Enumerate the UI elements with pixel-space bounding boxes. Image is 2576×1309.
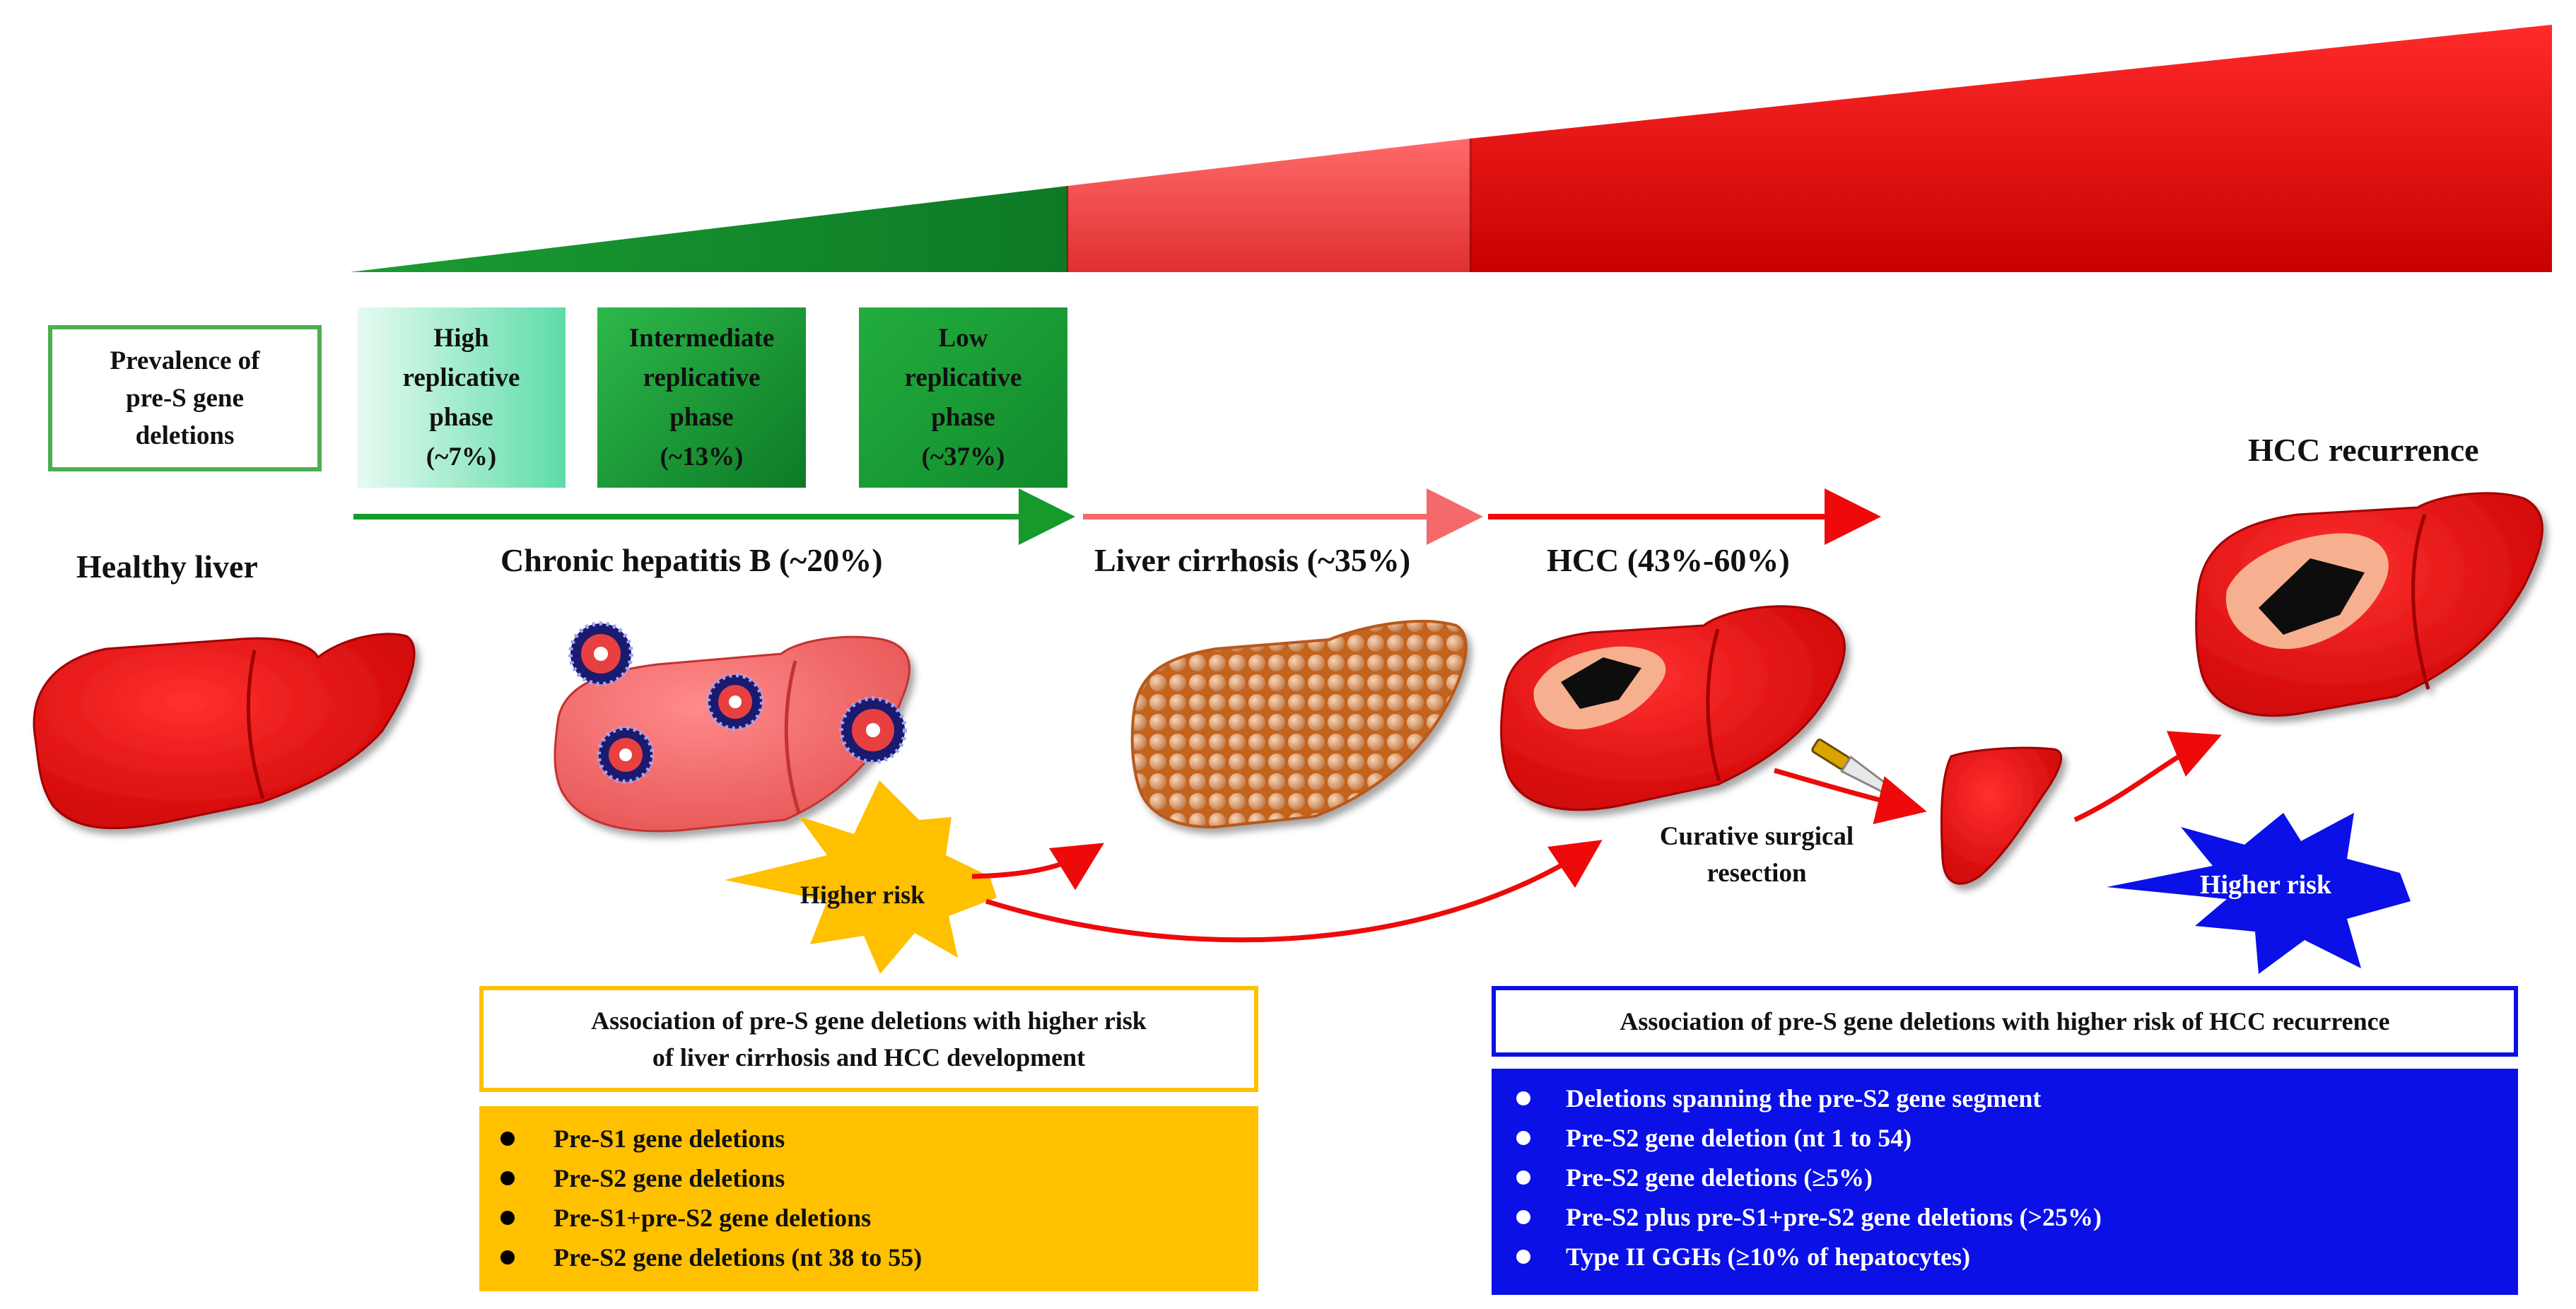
phase-line: replicative xyxy=(904,363,1022,392)
prevalence-title-line: Prevalence of xyxy=(110,346,260,375)
arrow-risk-to-cirrhosis xyxy=(971,843,1104,891)
cirrhotic-liver-image xyxy=(1130,619,1468,829)
prevalence-title-line: deletions xyxy=(135,421,235,450)
resected-liver-remnant xyxy=(1940,746,2063,885)
phase-line: High xyxy=(433,323,489,353)
phase-line: Low xyxy=(938,323,988,353)
association-right-title: Association of pre-S gene deletions with… xyxy=(1620,1007,2390,1035)
higher-risk-label-blue: Higher risk xyxy=(2199,870,2332,900)
healthy-liver-image xyxy=(33,633,416,830)
stage-label-cirrhosis: Liver cirrhosis (~35%) xyxy=(1094,542,1411,578)
higher-risk-burst-blue xyxy=(2107,813,2411,974)
risk-wedge xyxy=(350,25,2552,272)
deletion-list-blue: Deletions spanning the pre-S2 gene segme… xyxy=(1492,1069,2518,1295)
association-left-line: of liver cirrhosis and HCC development xyxy=(652,1043,1086,1072)
hbv-virus-particle xyxy=(839,696,907,764)
prevalence-title-box: Prevalence of pre-S gene deletions xyxy=(48,325,322,471)
higher-risk-label-yellow: Higher risk xyxy=(800,881,925,909)
stage-label-recurrence: HCC recurrence xyxy=(2248,432,2479,468)
arrow-to-recurrence xyxy=(2073,731,2222,823)
surgery-label-line: resection xyxy=(1706,859,1807,888)
hcc-recurrence-liver-image xyxy=(2195,492,2543,717)
stage-label-chronic: Chronic hepatitis B (~20%) xyxy=(500,542,883,578)
phase-line: phase xyxy=(931,402,995,432)
arrow-to-resection xyxy=(1774,768,1927,825)
list-item: Pre-S2 gene deletions (nt 38 to 55) xyxy=(479,1238,1258,1277)
phase-line: phase xyxy=(429,402,493,432)
phase-line: (~7%) xyxy=(426,442,497,471)
list-item: Pre-S1+pre-S2 gene deletions xyxy=(479,1198,1258,1238)
surgery-label: Curative surgical resection xyxy=(1637,818,1877,892)
wedge-green-segment xyxy=(350,186,1067,272)
stage-label-healthy: Healthy liver xyxy=(76,548,258,585)
phase-line: replicative xyxy=(643,363,761,392)
surgery-label-line: Curative surgical xyxy=(1659,822,1854,851)
phase-box-low: Low replicative phase (~37%) xyxy=(859,307,1067,488)
wedge-salmon-segment xyxy=(1067,139,1470,272)
phase-line: (~37%) xyxy=(921,442,1005,471)
list-item: Type II GGHs (≥10% of hepatocytes) xyxy=(1492,1237,2518,1276)
phase-line: phase xyxy=(669,402,734,432)
hbv-virus-particle xyxy=(597,726,655,784)
association-left-line: Association of pre-S gene deletions with… xyxy=(591,1006,1147,1035)
list-item: Pre-S2 gene deletions (≥5%) xyxy=(1492,1158,2518,1197)
phase-box-intermediate: Intermediate replicative phase (~13%) xyxy=(597,307,806,488)
hbv-virus-particle xyxy=(568,621,633,686)
stage-label-hcc: HCC (43%-60%) xyxy=(1547,542,1790,578)
hcc-liver-image xyxy=(1500,605,1846,811)
association-box-left: Association of pre-S gene deletions with… xyxy=(479,986,1258,1092)
phase-line: (~13%) xyxy=(660,442,744,471)
prevalence-title-line: pre-S gene xyxy=(126,384,244,413)
phase-box-high: High replicative phase (~7%) xyxy=(357,307,566,488)
higher-risk-burst-yellow xyxy=(725,780,997,974)
arrow-risk-to-hcc xyxy=(985,840,1603,943)
phase-line: replicative xyxy=(402,363,520,392)
phase-line: Intermediate xyxy=(628,323,775,353)
list-item: Pre-S2 gene deletion (nt 1 to 54) xyxy=(1492,1118,2518,1158)
list-item: Deletions spanning the pre-S2 gene segme… xyxy=(1492,1079,2518,1118)
list-item: Pre-S2 gene deletions xyxy=(479,1158,1258,1198)
list-item: Pre-S1 gene deletions xyxy=(479,1119,1258,1158)
hbv-virus-particle xyxy=(706,673,764,731)
wedge-red-segment xyxy=(1470,25,2552,272)
association-box-right: Association of pre-S gene deletions with… xyxy=(1492,986,2518,1057)
list-item: Pre-S2 plus pre-S1+pre-S2 gene deletions… xyxy=(1492,1197,2518,1237)
deletion-list-yellow: Pre-S1 gene deletions Pre-S2 gene deleti… xyxy=(479,1106,1258,1291)
chronic-hepatitis-liver-image xyxy=(554,621,911,833)
